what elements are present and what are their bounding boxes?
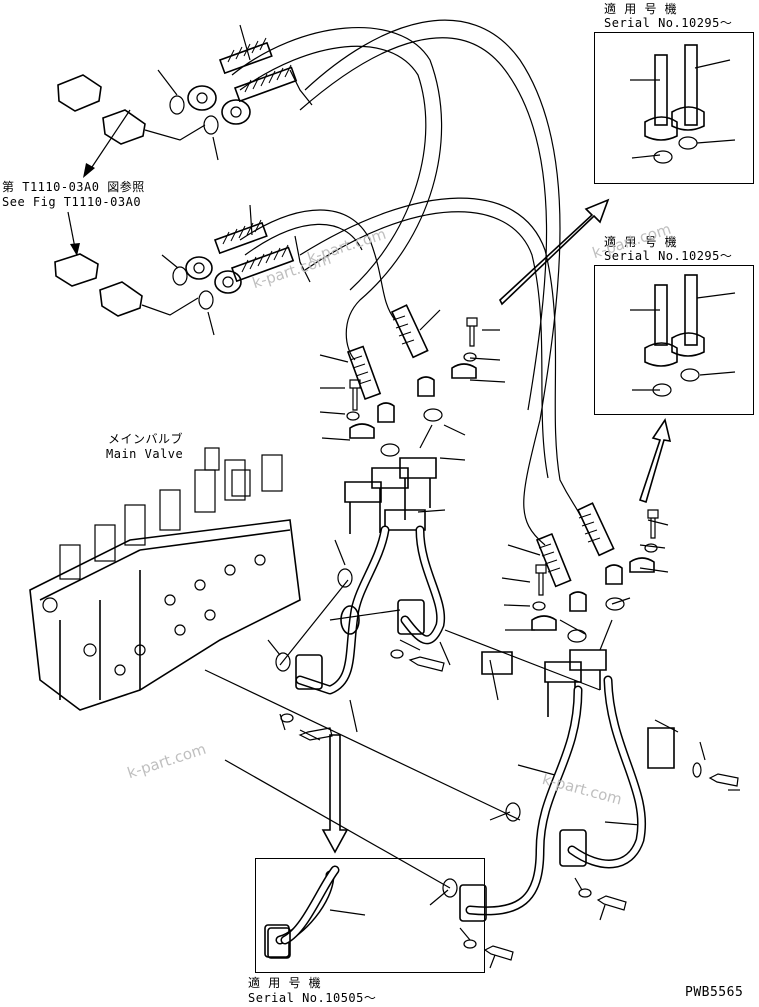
hose-loop-1 [231, 26, 443, 361]
bolts [298, 317, 739, 961]
clamps [349, 363, 655, 631]
inset-box-top [594, 32, 754, 184]
main-valve-label-en: Main Valve [106, 447, 184, 461]
reference-label-en: See Fig T1110-03A0 [2, 195, 142, 209]
callout-mid-en: Serial No.10295～ [604, 249, 733, 263]
flanges-top-left [185, 85, 251, 294]
connection-lines [204, 424, 613, 889]
hose-loop-3 [239, 209, 396, 321]
adapter-fittings [54, 74, 206, 317]
hose-loop-2b [299, 37, 548, 411]
callout-mid-jp: 適 用 号 機 [604, 235, 678, 249]
ref-arrow-1-head [83, 163, 95, 178]
drawing-code: PWB5565 [685, 985, 744, 1000]
callout-bottom-en: Serial No.10505～ [248, 991, 377, 1005]
hose-ends [213, 37, 615, 588]
ref-arrow-1 [89, 109, 131, 171]
washers [280, 352, 702, 949]
hose-loop-1b [239, 45, 427, 291]
pipe-flanges [264, 599, 587, 958]
ref-arrow-2 [67, 211, 76, 249]
hose-loop-4b [304, 211, 549, 479]
inset-details [267, 44, 705, 959]
callout-bottom-jp: 適 用 号 機 [248, 976, 322, 990]
hose-loop-4 [299, 197, 581, 516]
callout-top-jp: 適 用 号 機 [604, 2, 678, 16]
callout-top-en: Serial No.10295～ [604, 16, 733, 30]
o-rings [169, 95, 700, 898]
hose-loop-2 [304, 19, 561, 546]
main-valve-label-jp: メインバルブ [108, 432, 184, 446]
inset-box-bottom [255, 858, 485, 973]
inset-box-mid [594, 265, 754, 415]
hose-loop-3b [244, 223, 363, 256]
main-valve [29, 447, 301, 711]
manifold-blocks [344, 457, 675, 769]
big-arrows [321, 198, 672, 854]
ref-arrow-2-head [70, 243, 80, 256]
reference-label-jp: 第 T1110-03A0 図参照 [2, 180, 145, 194]
